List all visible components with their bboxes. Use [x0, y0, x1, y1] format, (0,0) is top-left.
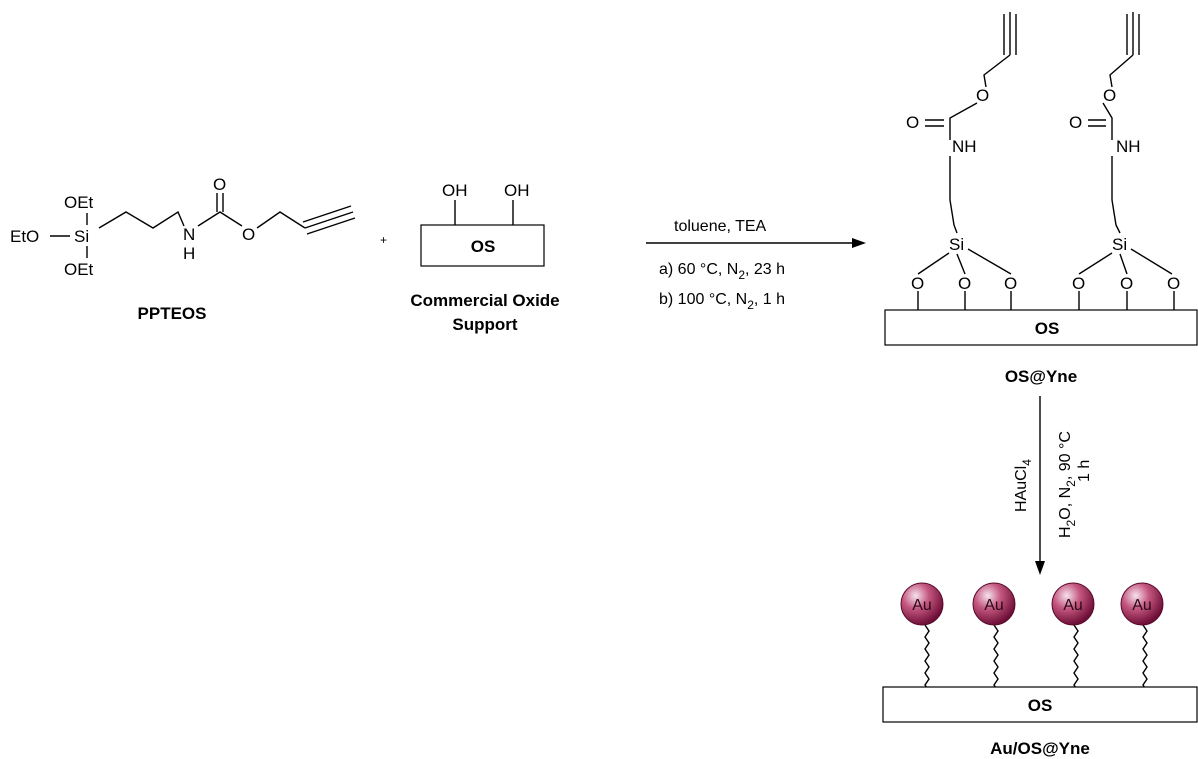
alkyne-2 — [306, 217, 356, 235]
linker2-o-surface-3: O — [1167, 274, 1180, 293]
wavy-linker-2 — [993, 624, 999, 698]
support-box-label: OS — [471, 237, 496, 256]
grafted-linker-2: O O NH Si O O O — [1069, 12, 1180, 310]
oh-label-1: OH — [442, 181, 468, 200]
ester-o-label: O — [242, 225, 255, 244]
wavy-linker-1 — [924, 624, 930, 698]
si-label: Si — [74, 227, 89, 246]
oet-bottom-label: OEt — [64, 260, 94, 279]
step1-cond-a: a) 60 °C, N2, 23 h — [659, 261, 785, 282]
linker2-o-carbonyl: O — [1069, 113, 1082, 132]
carbamate-backbone — [197, 211, 243, 227]
ppteos-name: PPTEOS — [138, 304, 207, 323]
ppteos-structure: OEt EtO Si OEt N H O O PPTEOS — [10, 175, 356, 323]
linker2-o-surface-1: O — [1072, 274, 1085, 293]
linker1-si: Si — [949, 235, 964, 254]
ester-linker — [256, 211, 306, 229]
linker1-o-surface-2: O — [958, 274, 971, 293]
support-caption-1: Commercial Oxide — [410, 291, 559, 310]
wavy-linker-3 — [1073, 624, 1079, 698]
os-yne-structure: O O NH Si O O O O O NH Si — [884, 12, 1198, 386]
au-os-yne-name: Au/OS@Yne — [990, 739, 1090, 758]
os-yne-box-label: OS — [1035, 319, 1060, 338]
plus-sign: + — [380, 233, 387, 247]
nitrogen-label: N — [183, 225, 195, 244]
carbonyl-o-label: O — [213, 175, 226, 194]
au-os-yne-structure: Au Au Au Au OS Au/OS@Yne — [882, 582, 1198, 758]
au-nanoparticle-3 — [1051, 582, 1095, 626]
grafted-linker-1: O O NH Si O O O — [906, 12, 1017, 310]
linker1-nh: NH — [952, 137, 977, 156]
linker1-o-surface-3: O — [1004, 274, 1017, 293]
wavy-linker-4 — [1142, 624, 1148, 698]
au-nanoparticle-4 — [1120, 582, 1164, 626]
step2-reagent: HAuCl4 — [1013, 459, 1034, 512]
au-label-1: Au — [912, 597, 932, 614]
support-box — [420, 224, 545, 267]
hydrogen-label: H — [183, 244, 195, 263]
os-yne-name: OS@Yne — [1005, 367, 1077, 386]
eto-label: EtO — [10, 227, 39, 246]
linker2-nh: NH — [1116, 137, 1141, 156]
au-label-2: Au — [984, 597, 1004, 614]
linker2-si: Si — [1112, 235, 1127, 254]
linker1-o-ester: O — [976, 86, 989, 105]
arrow-head — [1035, 561, 1045, 575]
au-nanoparticle-2 — [972, 582, 1016, 626]
os-yne-box — [884, 309, 1198, 346]
step1-arrow: toluene, TEA a) 60 °C, N2, 23 h b) 100 °… — [646, 218, 866, 312]
step1-above-label: toluene, TEA — [674, 218, 767, 235]
oet-top-label: OEt — [64, 193, 94, 212]
alkyne-1 — [304, 211, 354, 229]
arrow-head — [852, 238, 866, 248]
linker1-o-carbonyl: O — [906, 113, 919, 132]
step2-cond-line2: 1 h — [1076, 460, 1093, 482]
au-label-3: Au — [1063, 597, 1083, 614]
oxide-support: OH OH OS Commercial Oxide Support — [410, 181, 559, 334]
propyl-chain — [98, 210, 185, 229]
linker1-o-surface-1: O — [911, 274, 924, 293]
step1-cond-b: b) 100 °C, N2, 1 h — [659, 291, 785, 312]
au-os-yne-box — [882, 686, 1198, 723]
step2-cond-line1: H2O, N2, 90 °C — [1057, 431, 1078, 538]
linker2-o-ester: O — [1103, 86, 1116, 105]
support-caption-2: Support — [452, 315, 517, 334]
step2-arrow: HAuCl4 H2O, N2, 90 °C 1 h — [1013, 396, 1093, 575]
oh-label-2: OH — [504, 181, 530, 200]
linker2-o-surface-2: O — [1120, 274, 1133, 293]
au-label-4: Au — [1132, 597, 1152, 614]
alkyne-3 — [302, 205, 352, 223]
au-nanoparticle-1 — [900, 582, 944, 626]
au-os-yne-box-label: OS — [1028, 696, 1053, 715]
